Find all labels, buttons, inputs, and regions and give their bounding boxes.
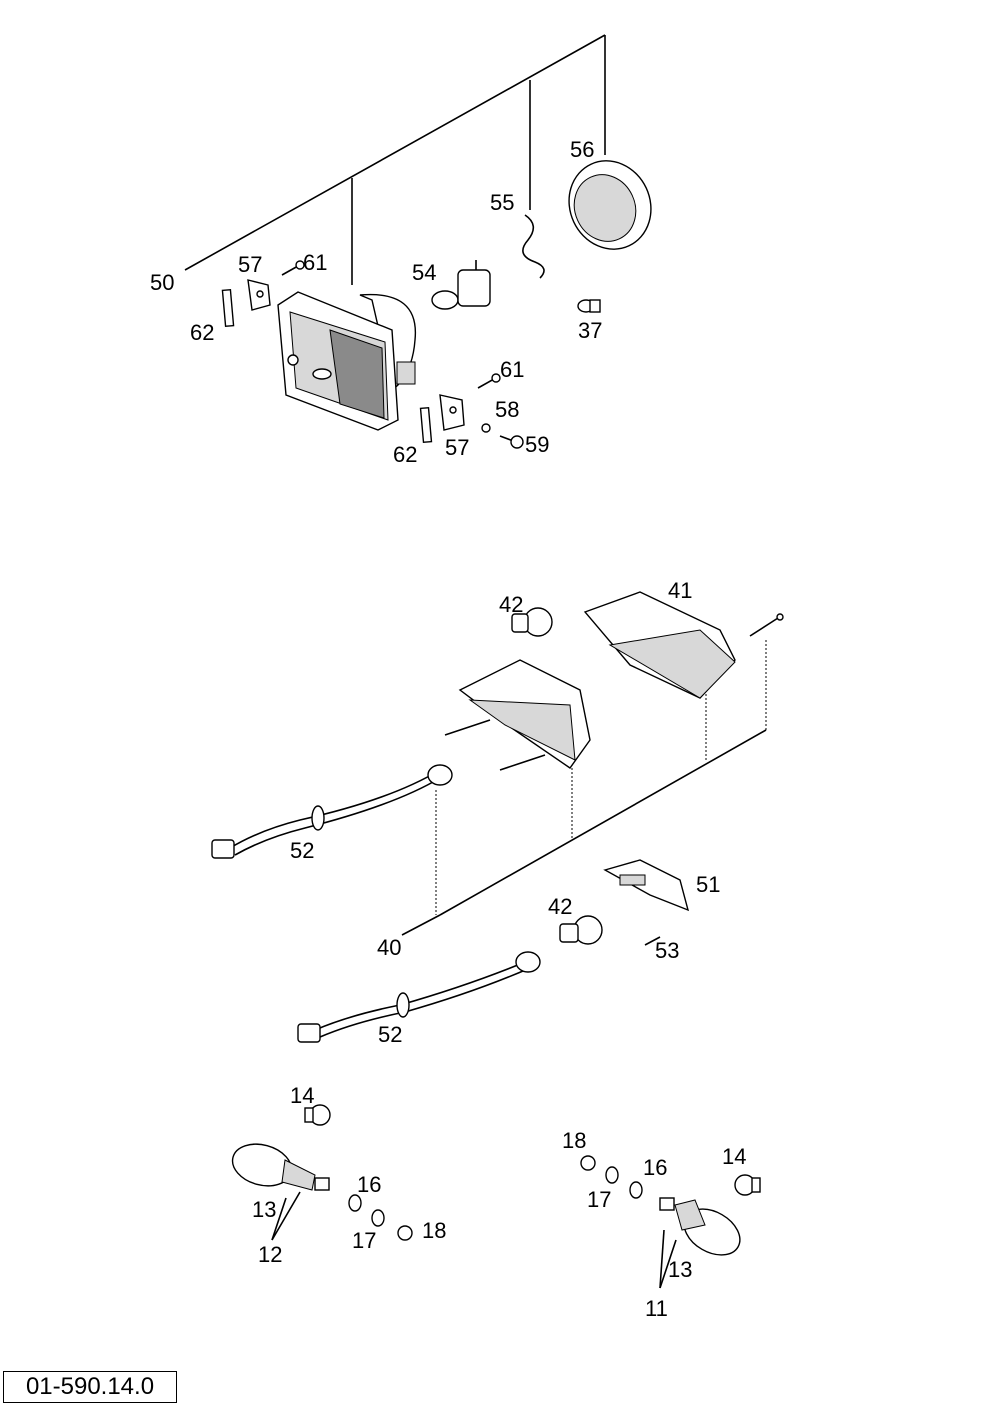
callout-58: 58 [495, 397, 519, 422]
signal-right-11 [659, 1197, 741, 1256]
clip-62-bottom [419, 406, 433, 444]
callout-14-right: 14 [722, 1144, 746, 1169]
callout-16-right: 16 [643, 1155, 667, 1180]
bulb-37 [577, 299, 601, 313]
callout-59: 59 [525, 432, 549, 457]
drawing-code-box: 01-590.14.0 [3, 1371, 177, 1403]
washer-58 [481, 423, 491, 433]
callout-16-left: 16 [357, 1172, 381, 1197]
callout-17-right: 17 [587, 1187, 611, 1212]
tail-housing-40 [444, 659, 591, 771]
signal-left-12 [231, 1143, 330, 1191]
plate-bracket-51 [603, 859, 690, 912]
callout-57-top: 57 [238, 252, 262, 277]
callout-18-right: 18 [562, 1128, 586, 1153]
callout-41: 41 [668, 578, 692, 603]
bulb-14-right [734, 1174, 761, 1196]
callout-42-top: 42 [499, 592, 523, 617]
washer-17-left [371, 1209, 385, 1227]
callout-62-top: 62 [190, 320, 214, 345]
bracket-57-top [247, 279, 271, 311]
nut-18-left [397, 1225, 413, 1241]
bracket-57-bottom [439, 394, 465, 431]
callout-57-bottom: 57 [445, 435, 469, 460]
screw-53 [644, 936, 661, 946]
callout-51: 51 [696, 872, 720, 897]
screw-61-bottom [477, 373, 501, 389]
callout-54: 54 [412, 260, 436, 285]
headlight-leader-lines [184, 34, 606, 285]
callout-61-bottom: 61 [500, 357, 524, 382]
bulb-42-bottom [559, 915, 603, 945]
lens-41 [583, 591, 736, 699]
signal-right-leaders [659, 1229, 677, 1289]
callout-13-right: 13 [668, 1257, 692, 1282]
washer-16-right [629, 1181, 643, 1199]
adjuster-59 [499, 435, 524, 449]
callout-17-left: 17 [352, 1228, 376, 1253]
washer-16-left [348, 1194, 362, 1212]
callout-62-bottom: 62 [393, 442, 417, 467]
screw-61-top [281, 260, 305, 276]
bulb-14-left [304, 1104, 331, 1126]
screw-41 [749, 613, 784, 637]
callout-13-left: 13 [252, 1197, 276, 1222]
callout-53: 53 [655, 938, 679, 963]
callout-11: 11 [645, 1296, 668, 1321]
washer-17-right [605, 1166, 619, 1184]
taillight-leader-lines [401, 640, 767, 936]
callout-55: 55 [490, 190, 514, 215]
callout-56: 56 [570, 137, 594, 162]
bulb-54 [431, 260, 491, 310]
harness-52-bottom [297, 951, 541, 1043]
callout-52-top: 52 [290, 838, 314, 863]
callout-40: 40 [377, 935, 401, 960]
callout-18-left: 18 [422, 1218, 446, 1243]
callout-12: 12 [258, 1242, 282, 1267]
nut-18-right [580, 1155, 596, 1171]
harness-52-top [211, 764, 453, 859]
clip-62-top [221, 288, 235, 328]
callout-61-top: 61 [303, 250, 327, 275]
signal-left-leaders [271, 1191, 301, 1241]
callout-14-left: 14 [290, 1083, 314, 1108]
callouts: 50 57 61 62 54 55 56 37 61 58 59 62 57 4… [150, 137, 746, 1321]
callout-42-bottom: 42 [548, 894, 572, 919]
callout-50: 50 [150, 270, 174, 295]
callout-37: 37 [578, 318, 602, 343]
callout-52-bottom: 52 [378, 1022, 402, 1047]
bulb-42-top [511, 607, 553, 637]
rim-ring-56 [568, 160, 652, 250]
spring-clip-55 [522, 214, 545, 279]
headlight-housing [277, 291, 417, 431]
